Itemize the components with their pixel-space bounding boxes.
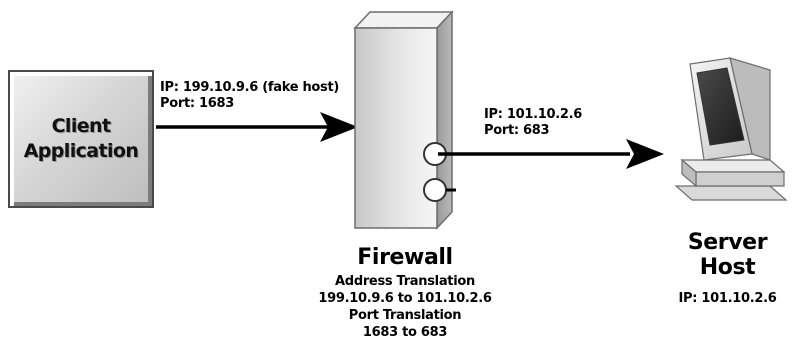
client-application-label: Client Application [24, 114, 139, 164]
right-connection-ip: IP: 101.10.2.6 [484, 107, 583, 122]
left-connection-port: Port: 1683 [160, 96, 234, 111]
port-translation-heading: Port Translation [348, 308, 462, 323]
server-ip: IP: 101.10.2.6 [678, 291, 777, 306]
client-application-box: Client Application [8, 70, 154, 208]
client-to-firewall-arrow [156, 112, 358, 142]
firewall-title: Firewall [357, 245, 453, 270]
server-computer-icon [674, 57, 788, 201]
firewall-to-server-arrow [438, 139, 664, 169]
address-translation-heading: Address Translation [335, 274, 475, 289]
address-translation-value: 199.10.9.6 to 101.10.2.6 [318, 291, 492, 306]
server-title-line1: Server [687, 230, 768, 255]
right-connection-port: Port: 683 [484, 123, 550, 138]
left-connection-ip: IP: 199.10.9.6 (fake host) [160, 80, 340, 95]
firewall-device [353, 10, 456, 230]
client-label-line2: Application [23, 140, 139, 162]
server-title-line2: Host [699, 255, 756, 280]
server-host-title: Server Host [665, 230, 790, 280]
firewall-port-lower [423, 178, 447, 202]
firewall-translation-details: Address Translation 199.10.9.6 to 101.10… [290, 273, 520, 341]
client-label-line1: Client [51, 115, 111, 137]
port-translation-value: 1683 to 683 [362, 325, 448, 340]
